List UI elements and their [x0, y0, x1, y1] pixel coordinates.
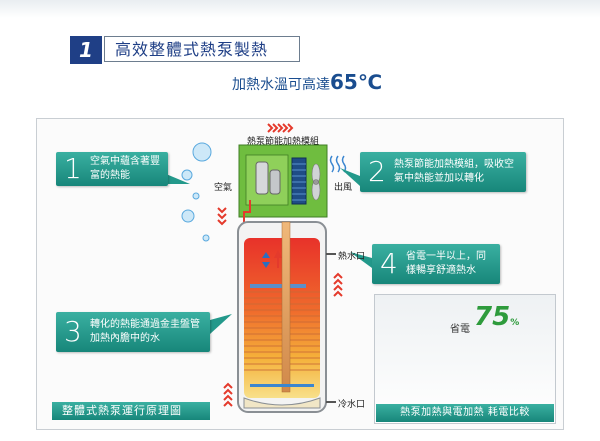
evaporator-icon: [291, 157, 307, 205]
subtitle-value: 65℃: [330, 70, 383, 94]
compressor-icon: [255, 161, 269, 195]
module-label: 熱泵節能加熱模組: [247, 137, 320, 147]
subtitle: 加熱水溫可高達65℃: [232, 70, 382, 94]
callout-text: 熱泵節能加熱模組，吸收空氣中熱能並加以轉化: [394, 159, 514, 184]
callout-text: 省電一半以上，同樣暢享舒適熱水: [406, 251, 486, 276]
airflow-icon: [329, 155, 347, 173]
circulation-arrow-icon: [262, 252, 270, 268]
callout-number: 1: [64, 152, 82, 185]
air-bubbles-icon: [181, 142, 212, 242]
hot-water-outlet-label: 熱水口: [338, 252, 366, 262]
air-out-label: 出風: [334, 183, 353, 193]
callout-number: 3: [64, 315, 82, 348]
callout-1: 1 空氣中蘊含著豐富的熱能: [56, 152, 168, 186]
callout-4: 4 省電一半以上，同樣暢享舒適熱水: [372, 244, 500, 284]
comparison-title: 熱泵加熱與電加熱 耗電比較: [376, 404, 554, 422]
save-percentage: 75%: [474, 302, 519, 332]
callout-number: 4: [380, 247, 398, 280]
percent-sign: %: [510, 318, 520, 328]
save-label: 省電: [450, 324, 470, 335]
callout-3: 3 轉化的熱能通過金圭盤管加熱內膽中的水: [56, 312, 210, 352]
cold-water-inlet-label: 冷水口: [338, 400, 366, 410]
fan-icon: [311, 163, 321, 201]
subtitle-prefix: 加熱水溫可高達: [232, 77, 330, 93]
top-band: [0, 0, 600, 18]
callout-text: 空氣中蘊含著豐富的熱能: [90, 156, 160, 181]
comparison-panel: [374, 294, 556, 424]
exhaust-arrows: [267, 123, 294, 133]
diagram-caption: 整體式熱泵運行原理圖: [52, 402, 210, 420]
section-number: 1: [70, 36, 102, 64]
callout-text: 轉化的熱能通過金圭盤管加熱內膽中的水: [90, 319, 200, 344]
save-value: 75: [474, 302, 511, 332]
inner-pipe: [281, 221, 291, 393]
heat-arrows: [223, 272, 343, 407]
callout-number: 2: [368, 155, 386, 188]
air-intake-arrows: [217, 207, 227, 226]
air-in-label: 空氣: [214, 183, 233, 193]
callout-2: 2 熱泵節能加熱模組，吸收空氣中熱能並加以轉化: [360, 152, 526, 192]
section-title: 高效整體式熱泵製熱: [104, 36, 300, 62]
